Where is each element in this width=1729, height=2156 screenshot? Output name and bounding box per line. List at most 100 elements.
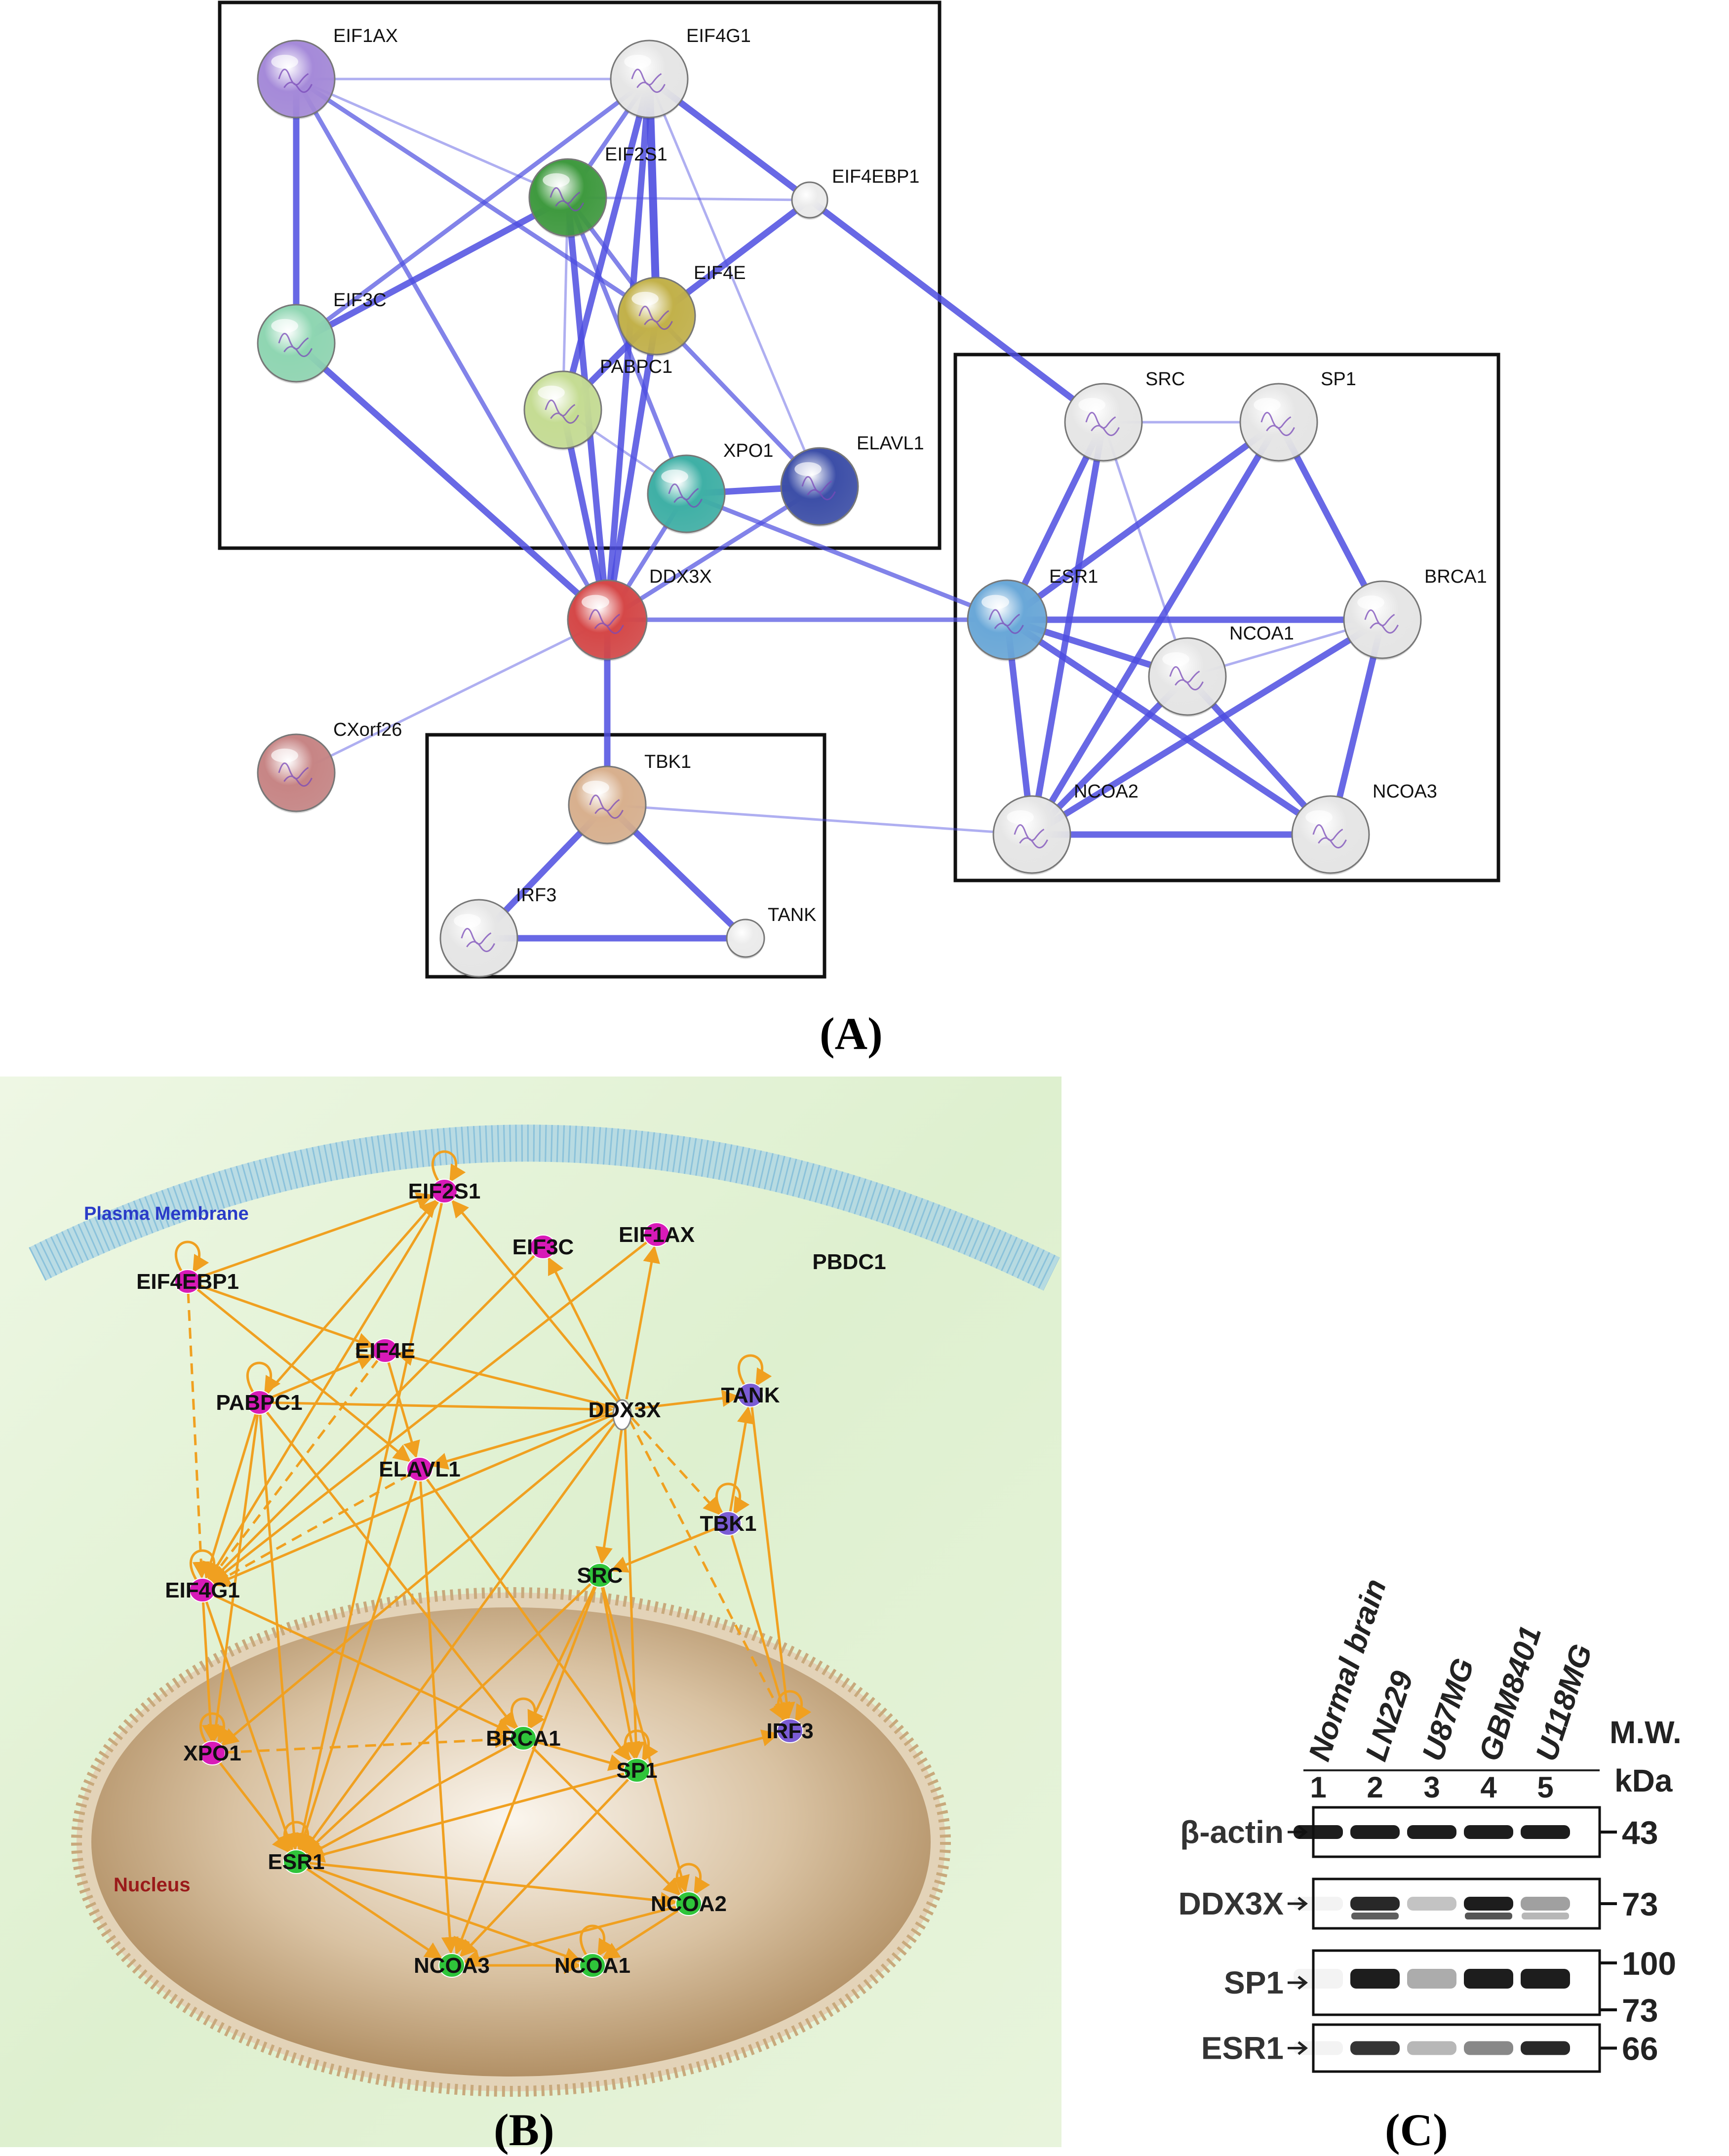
translation-cluster-box: [218, 0, 942, 550]
pathway-edge-xpo1-brca1: [223, 1731, 512, 1754]
self-loop-tank: [737, 1354, 772, 1387]
blot-band: [1521, 2041, 1570, 2055]
node-pabpc1: PABPC1: [523, 357, 672, 450]
pathway-edge-esr1-ncoa3: [304, 1867, 443, 1959]
node-ncoa2: NCOA2: [992, 781, 1139, 875]
edge-sp1-esr1: [1004, 419, 1282, 623]
pathway-edge-eif4g1-esr1: [204, 1599, 295, 1851]
node-label-ncoa2: NCOA2: [1074, 781, 1139, 802]
pathway-node-pbdc1: PBDC1: [812, 1250, 886, 1274]
protein-structure-icon: [1169, 666, 1204, 690]
blot-band: [1521, 1969, 1570, 1989]
pathway-edge-ddx3x-eif1ax: [625, 1245, 660, 1399]
edge-eif4g1-pabpc1: [559, 76, 653, 413]
node-label-ncoa3: NCOA3: [1373, 781, 1437, 802]
pathway-edge-src-sp1: [600, 1586, 640, 1759]
arrow-right-icon: [1288, 1976, 1308, 1990]
pathway-node-label-brca1: BRCA1: [486, 1726, 561, 1751]
lane-label-3: U87MG: [1416, 1654, 1481, 1765]
pathway-edge-eif4ebp1-elavl1: [195, 1287, 411, 1462]
pathway-edge-eif2s1-esr1: [294, 1201, 443, 1851]
node-eif3c: EIF3C: [257, 290, 387, 384]
node-label-ncoa1: NCOA1: [1229, 623, 1294, 644]
marker-label: 43: [1622, 1814, 1658, 1851]
pathway-edge-xpo1-esr1: [218, 1760, 290, 1853]
node-eif2s1: EIF2S1: [528, 144, 668, 238]
pathway-node-eif4ebp1: EIF4EBP1: [136, 1269, 239, 1294]
pathway-edge-eif4ebp1-eif2s1: [197, 1192, 434, 1279]
pathway-node-label-tank: TANK: [721, 1383, 780, 1407]
blot-band: [1407, 1825, 1456, 1839]
marker-label: 100: [1622, 1945, 1676, 1982]
protein-structure-icon: [988, 609, 1024, 634]
marker-label: 73: [1622, 1992, 1658, 2029]
pathway-edge-sp1-esr1: [307, 1772, 627, 1863]
pathway-node-label-eif1ax: EIF1AX: [619, 1223, 695, 1247]
edge-eif4e-elavl1: [654, 314, 822, 489]
blot-label: β-actin: [1180, 1814, 1284, 1850]
pathway-node-eif1ax: EIF1AX: [619, 1222, 695, 1247]
protein-structure-icon: [1085, 412, 1120, 436]
blot-band: [1407, 1897, 1456, 1911]
pathway-edges: [174, 1150, 812, 1974]
node-tank: TANK: [726, 905, 817, 959]
marker-label: 73: [1622, 1886, 1658, 1922]
pathway-node-esr1: ESR1: [268, 1849, 324, 1874]
self-loop-xpo1: [199, 1712, 234, 1745]
node-tbk1: TBK1: [568, 752, 691, 845]
pathway-node-label-ncoa3: NCOA3: [414, 1954, 490, 1978]
pathway-edge-eif4e-eif4g1: [209, 1358, 380, 1582]
blot-band: [1407, 1969, 1456, 1989]
self-loop-esr1: [283, 1821, 318, 1854]
protein-structure-icon: [1014, 824, 1048, 848]
node-eif1ax: EIF1AX: [257, 26, 398, 120]
pathway-node-label-elavl1: ELAVL1: [379, 1457, 460, 1481]
self-loop-ncoa2: [675, 1863, 710, 1896]
pathway-node-label-ncoa2: NCOA2: [651, 1892, 727, 1916]
pathway-edge-eif3c-eif4g1: [210, 1253, 537, 1583]
ipa-pathway-graph: Plasma Membrane Nucleus EIF2S1EIF3CEIF1A…: [0, 1077, 1061, 2147]
pathway-node-eif4e: EIF4E: [355, 1338, 415, 1363]
pathway-node-label-eif2s1: EIF2S1: [408, 1179, 481, 1203]
edge-eif4e-ddx3x: [604, 313, 660, 623]
panel-c-caption: (C): [1385, 2105, 1448, 2155]
blot-band: [1294, 1969, 1343, 1989]
blot-band: [1465, 1913, 1512, 1919]
blot-band: [1351, 1913, 1399, 1919]
pathway-edge-src-brca1: [527, 1584, 596, 1728]
node-label-sp1: SP1: [1321, 369, 1356, 390]
node-src: SRC: [1064, 369, 1185, 463]
node-label-eif3c: EIF3C: [333, 290, 387, 311]
plasma-membrane-lines: [29, 1124, 1060, 1291]
blot-band: [1464, 1969, 1513, 1989]
pathway-edge-ddx3x-esr1: [303, 1418, 620, 1853]
protein-structure-icon: [545, 399, 579, 424]
self-loop-eif4ebp1: [174, 1240, 209, 1274]
pathway-edge-pabpc1-eif4g1: [202, 1412, 258, 1580]
pathway-edge-pabpc1-brca1: [265, 1410, 517, 1730]
protein-structure-icon: [550, 187, 584, 211]
protein-structure-icon: [631, 69, 666, 93]
pathway-edge-ncoa2-ncoa1: [601, 1908, 680, 1960]
node-eif4e: EIF4E: [617, 263, 746, 357]
blot-band: [1464, 1825, 1513, 1839]
protein-structure-icon: [589, 795, 624, 819]
pathway-node-tbk1: TBK1: [700, 1511, 756, 1536]
node-label-eif4e: EIF4E: [694, 263, 746, 283]
pathway-edge-ddx3x-irf3: [628, 1419, 786, 1721]
pathway-edge-brca1-ncoa2: [530, 1745, 681, 1896]
pathway-node-label-pbdc1: PBDC1: [812, 1250, 886, 1274]
edge-eif2s1-eif4ebp1: [566, 196, 811, 201]
pathway-edge-src-esr1: [304, 1582, 593, 1854]
node-ddx3x: DDX3X: [567, 566, 712, 661]
pathway-node-label-eif4g1: EIF4G1: [165, 1578, 240, 1602]
pathway-edge-elavl1-sp1: [425, 1477, 630, 1761]
blot-band: [1522, 1913, 1569, 1919]
edge-eif4g1-eif3c: [294, 77, 652, 346]
edge-eif3c-ddx3x: [293, 340, 611, 623]
